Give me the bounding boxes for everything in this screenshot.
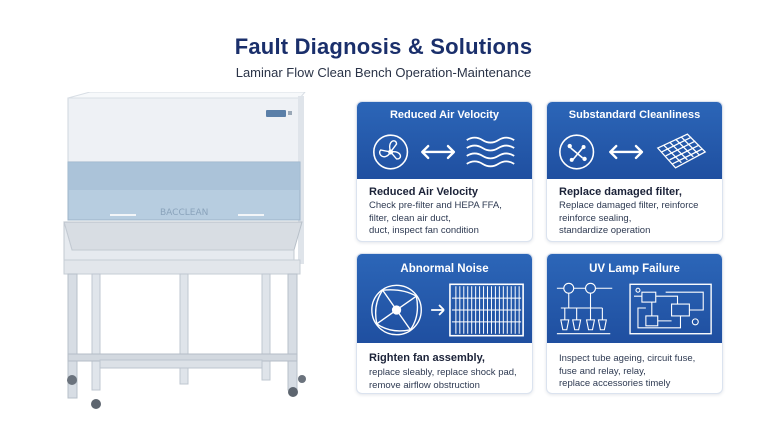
- card-title: UV Lamp Failure: [589, 263, 680, 275]
- uv-lamp-circuit-icon: [556, 282, 613, 335]
- card-line: remove airflow obstruction: [369, 379, 480, 391]
- airflow-waves-icon: [466, 136, 515, 168]
- card-title: Abnormal Noise: [400, 263, 489, 275]
- control-display: [266, 110, 286, 117]
- double-arrow-icon: [609, 144, 644, 160]
- fault-card-uv-lamp: UV Lamp Failure Inspect tu: [546, 253, 723, 394]
- bench-brand-text: BACCLEAN: [160, 208, 208, 218]
- card-lead: Replace damaged filter,: [559, 186, 682, 198]
- fan-icon: [373, 134, 409, 170]
- arrow-right-icon: [431, 304, 445, 316]
- clean-bench-illustration: BACCLEAN: [63, 92, 306, 409]
- card-line: replace accessories timely: [559, 378, 671, 389]
- card-title: Reduced Air Velocity: [389, 109, 500, 121]
- particles-icon: [559, 134, 595, 170]
- fault-card-cleanliness: Substandard Cleanliness Replace damaged …: [546, 101, 723, 242]
- fault-card-air-velocity: Reduced Air Velocity Reduced Air Velocit…: [356, 101, 533, 242]
- page-subtitle: Laminar Flow Clean Bench Operation-Maint…: [235, 65, 532, 80]
- card-title: Substandard Cleanliness: [568, 109, 701, 121]
- circuit-diagram-icon: [629, 283, 712, 335]
- card-line: Inspect tube ageing, circuit fuse,: [559, 353, 696, 364]
- card-line: duct, inspect fan condition: [369, 225, 479, 236]
- card-line: Check pre-filter and HEPA FFA,: [369, 200, 502, 211]
- double-arrow-icon: [421, 144, 456, 160]
- card-line: replace sleably, replace shock pad,: [369, 367, 517, 378]
- fault-card-abnormal-noise: Abnormal Noise Righten fan assembly, rep…: [356, 253, 533, 394]
- page-title: Fault Diagnosis & Solutions: [234, 34, 533, 59]
- fan-blade-icon: [371, 284, 422, 336]
- filter-panel-icon: [449, 283, 524, 337]
- card-line: filter, clean air duct,: [369, 212, 451, 224]
- card-lead: Righten fan assembly,: [369, 352, 485, 364]
- card-line: Replace damaged filter, reinforce: [559, 200, 699, 211]
- card-line: fuse and relay, relay,: [559, 365, 646, 377]
- card-line: standardize operation: [559, 225, 651, 236]
- card-lead: Reduced Air Velocity: [369, 186, 479, 198]
- filter-grid-icon: [656, 133, 707, 169]
- card-line: reinforce sealing,: [559, 212, 632, 224]
